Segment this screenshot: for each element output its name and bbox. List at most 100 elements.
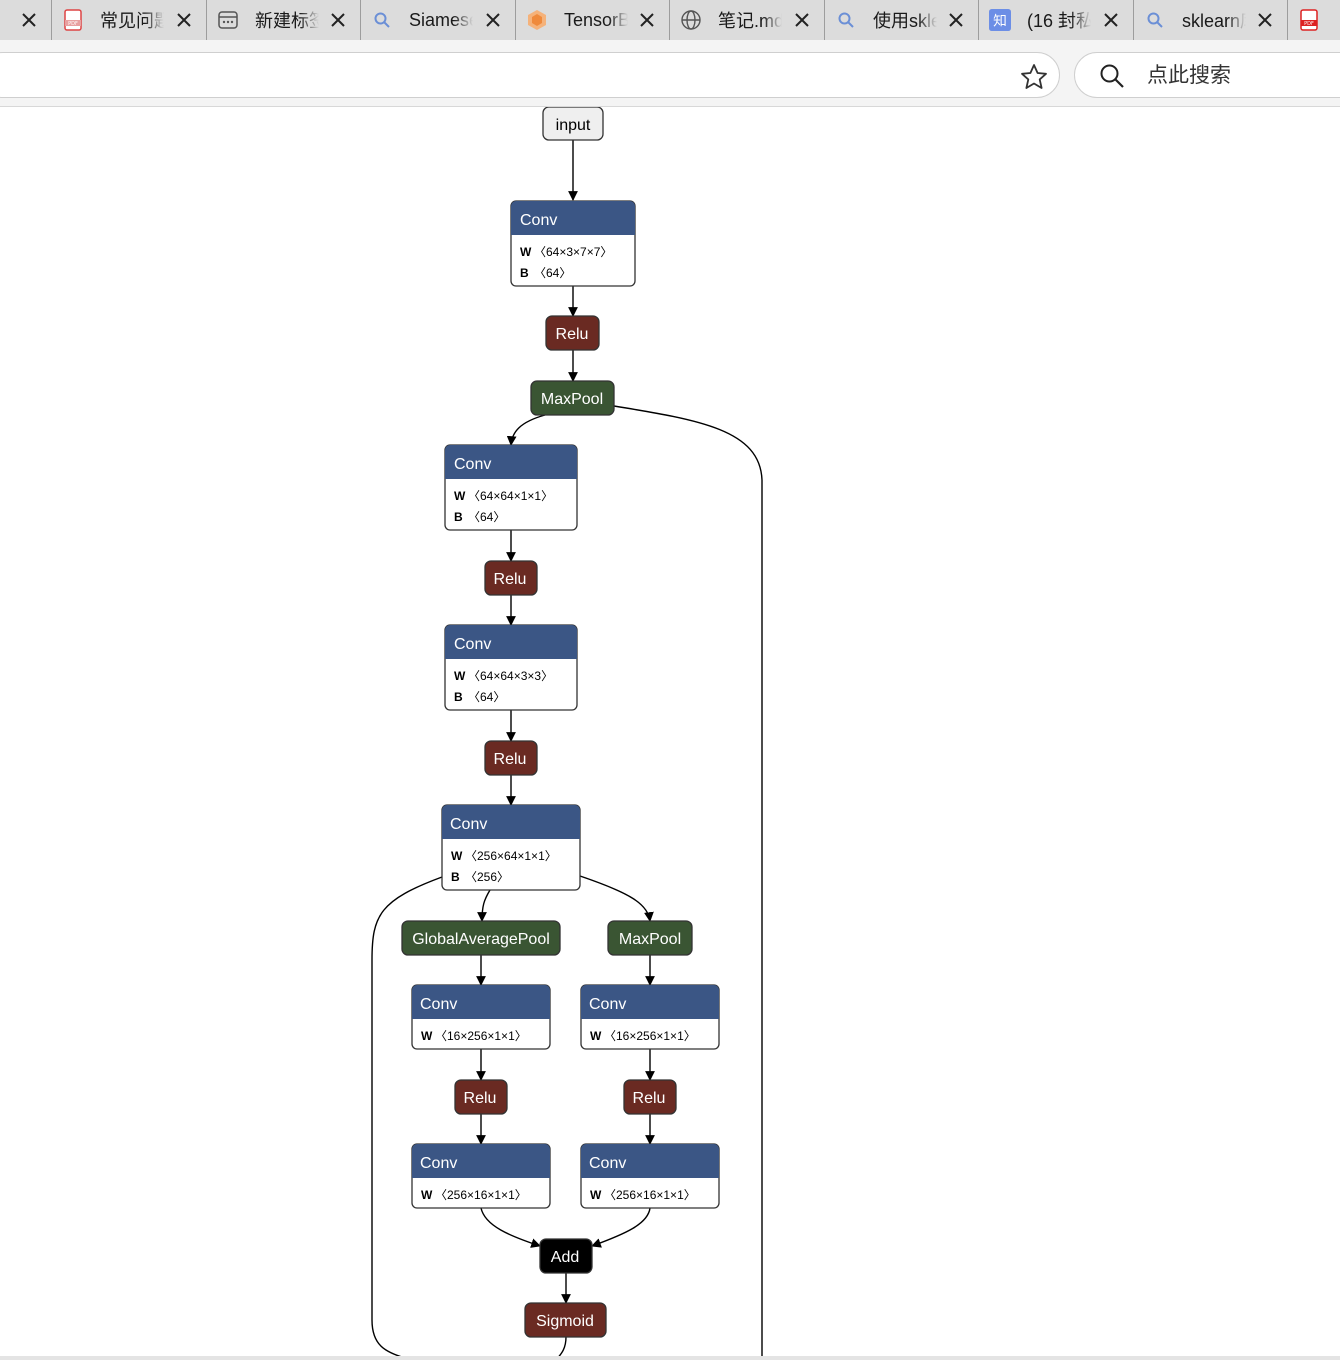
tab-title: 笔记.md (718, 11, 782, 31)
pdf-icon: PDF (62, 9, 84, 31)
address-bar[interactable] (0, 52, 1060, 98)
node-label: Conv (520, 212, 557, 229)
node-sigmoid[interactable]: Sigmoid (524, 1302, 607, 1338)
close-icon[interactable] (946, 10, 966, 30)
edge (477, 889, 491, 922)
param-value: 〈64×64×1×1〉 (468, 489, 553, 503)
node-conv[interactable]: Conv W 〈64×64×3×3〉 B 〈64〉 (444, 624, 578, 711)
edge (613, 405, 763, 1360)
close-icon[interactable] (1255, 10, 1275, 30)
search-icon (835, 9, 857, 31)
tab-5[interactable]: 笔记.md (670, 0, 825, 40)
node-label: Relu (494, 571, 527, 588)
star-icon[interactable] (1019, 62, 1049, 92)
close-icon[interactable] (637, 10, 657, 30)
search-placeholder: 点此搜索 (1147, 64, 1231, 87)
node-relu[interactable]: Relu (545, 315, 600, 351)
edge (506, 414, 546, 446)
horizontal-scrollbar[interactable] (0, 1356, 1340, 1360)
param-value: 〈64〉 (534, 266, 571, 280)
param-key: B (454, 690, 463, 704)
tab-7[interactable]: 知 (16 封私信 (979, 0, 1134, 40)
node-relu[interactable]: Relu (484, 560, 538, 596)
param-key: W (590, 1029, 602, 1043)
param-key: W (421, 1188, 433, 1202)
tensorboard-icon (526, 9, 548, 31)
tab-6[interactable]: 使用sklearn (825, 0, 979, 40)
param-value: 〈64〉 (468, 690, 505, 704)
close-icon[interactable] (1101, 10, 1121, 30)
param-value: 〈256×16×1×1〉 (604, 1188, 696, 1202)
param-key: B (451, 870, 460, 884)
tab-title: (16 封私信 (1027, 11, 1091, 31)
param-value: 〈256〉 (465, 870, 509, 884)
svg-text:知: 知 (993, 13, 1007, 30)
search-icon (1098, 62, 1126, 90)
new-tab-icon (217, 9, 239, 31)
address-bar-row (0, 40, 1340, 107)
model-graph: input Conv W 〈64×3×7×7〉 B 〈64〉 Relu MaxP… (371, 107, 763, 1360)
tab-strip: PDF 常见问题 新建标签页 Siamese TensorBoard (0, 0, 1340, 40)
zhihu-icon: 知 (989, 9, 1011, 31)
tab-3[interactable]: Siamese (361, 0, 516, 40)
svg-text:PDF: PDF (68, 21, 78, 27)
tab-4[interactable]: TensorBoard (516, 0, 670, 40)
node-maxpool[interactable]: MaxPool (530, 380, 615, 416)
node-relu[interactable]: Relu (484, 740, 538, 776)
param-value: 〈64×3×7×7〉 (534, 245, 612, 259)
node-conv[interactable]: Conv W 〈64×64×1×1〉 B 〈64〉 (444, 444, 578, 531)
node-label: MaxPool (619, 931, 681, 948)
tab-title: 使用sklearn (873, 11, 937, 31)
param-key: B (520, 266, 529, 280)
search-icon (1144, 9, 1166, 31)
node-label: Conv (450, 816, 487, 833)
tab-title: Siamese (409, 9, 473, 30)
node-label: MaxPool (541, 391, 603, 408)
close-icon[interactable] (792, 10, 812, 30)
close-icon[interactable] (19, 10, 39, 30)
param-key: W (454, 489, 466, 503)
graph-edges (371, 140, 763, 1360)
node-conv[interactable]: Conv W 〈256×16×1×1〉 (411, 1143, 551, 1209)
node-label: Relu (494, 751, 527, 768)
node-conv[interactable]: Conv W 〈16×256×1×1〉 (411, 984, 551, 1050)
node-conv[interactable]: Conv W 〈256×64×1×1〉 B 〈256〉 (441, 804, 581, 891)
param-value: 〈16×256×1×1〉 (435, 1029, 527, 1043)
node-relu[interactable]: Relu (623, 1079, 677, 1115)
node-input[interactable]: input (542, 107, 604, 141)
tab-title: TensorBoard (564, 9, 628, 30)
node-label: input (556, 117, 591, 134)
node-conv[interactable]: Conv W 〈64×3×7×7〉 B 〈64〉 (510, 200, 636, 287)
node-conv[interactable]: Conv W 〈256×16×1×1〉 (580, 1143, 720, 1209)
edge (579, 875, 654, 922)
param-key: W (590, 1188, 602, 1202)
node-label: Conv (589, 1155, 626, 1172)
edge (480, 1207, 541, 1248)
tab-title: 新建标签页 (255, 11, 319, 31)
close-icon[interactable] (174, 10, 194, 30)
tab-title: 常见问题 (100, 11, 164, 31)
close-icon[interactable] (328, 10, 348, 30)
node-maxpool[interactable]: MaxPool (607, 920, 693, 956)
tab-2[interactable]: 新建标签页 (207, 0, 361, 40)
tab-8[interactable]: sklearn库 (1134, 0, 1288, 40)
param-key: W (421, 1029, 433, 1043)
node-conv[interactable]: Conv W 〈16×256×1×1〉 (580, 984, 720, 1050)
param-value: 〈64〉 (468, 510, 505, 524)
node-add[interactable]: Add (539, 1238, 593, 1274)
svg-text:PDF: PDF (1304, 21, 1314, 27)
tab-9[interactable]: PDF (1288, 0, 1340, 40)
edge (591, 1207, 651, 1248)
node-globalaveragepool[interactable]: GlobalAveragePool (401, 920, 561, 956)
param-value: 〈256×16×1×1〉 (435, 1188, 527, 1202)
param-key: B (454, 510, 463, 524)
globe-icon (680, 9, 702, 31)
param-value: 〈16×256×1×1〉 (604, 1029, 696, 1043)
node-label: Conv (420, 996, 457, 1013)
node-relu[interactable]: Relu (454, 1079, 508, 1115)
node-label: Conv (454, 456, 491, 473)
tab-0[interactable] (0, 0, 52, 40)
close-icon[interactable] (483, 10, 503, 30)
tab-title: sklearn库 (1182, 11, 1246, 31)
tab-1[interactable]: PDF 常见问题 (52, 0, 207, 40)
